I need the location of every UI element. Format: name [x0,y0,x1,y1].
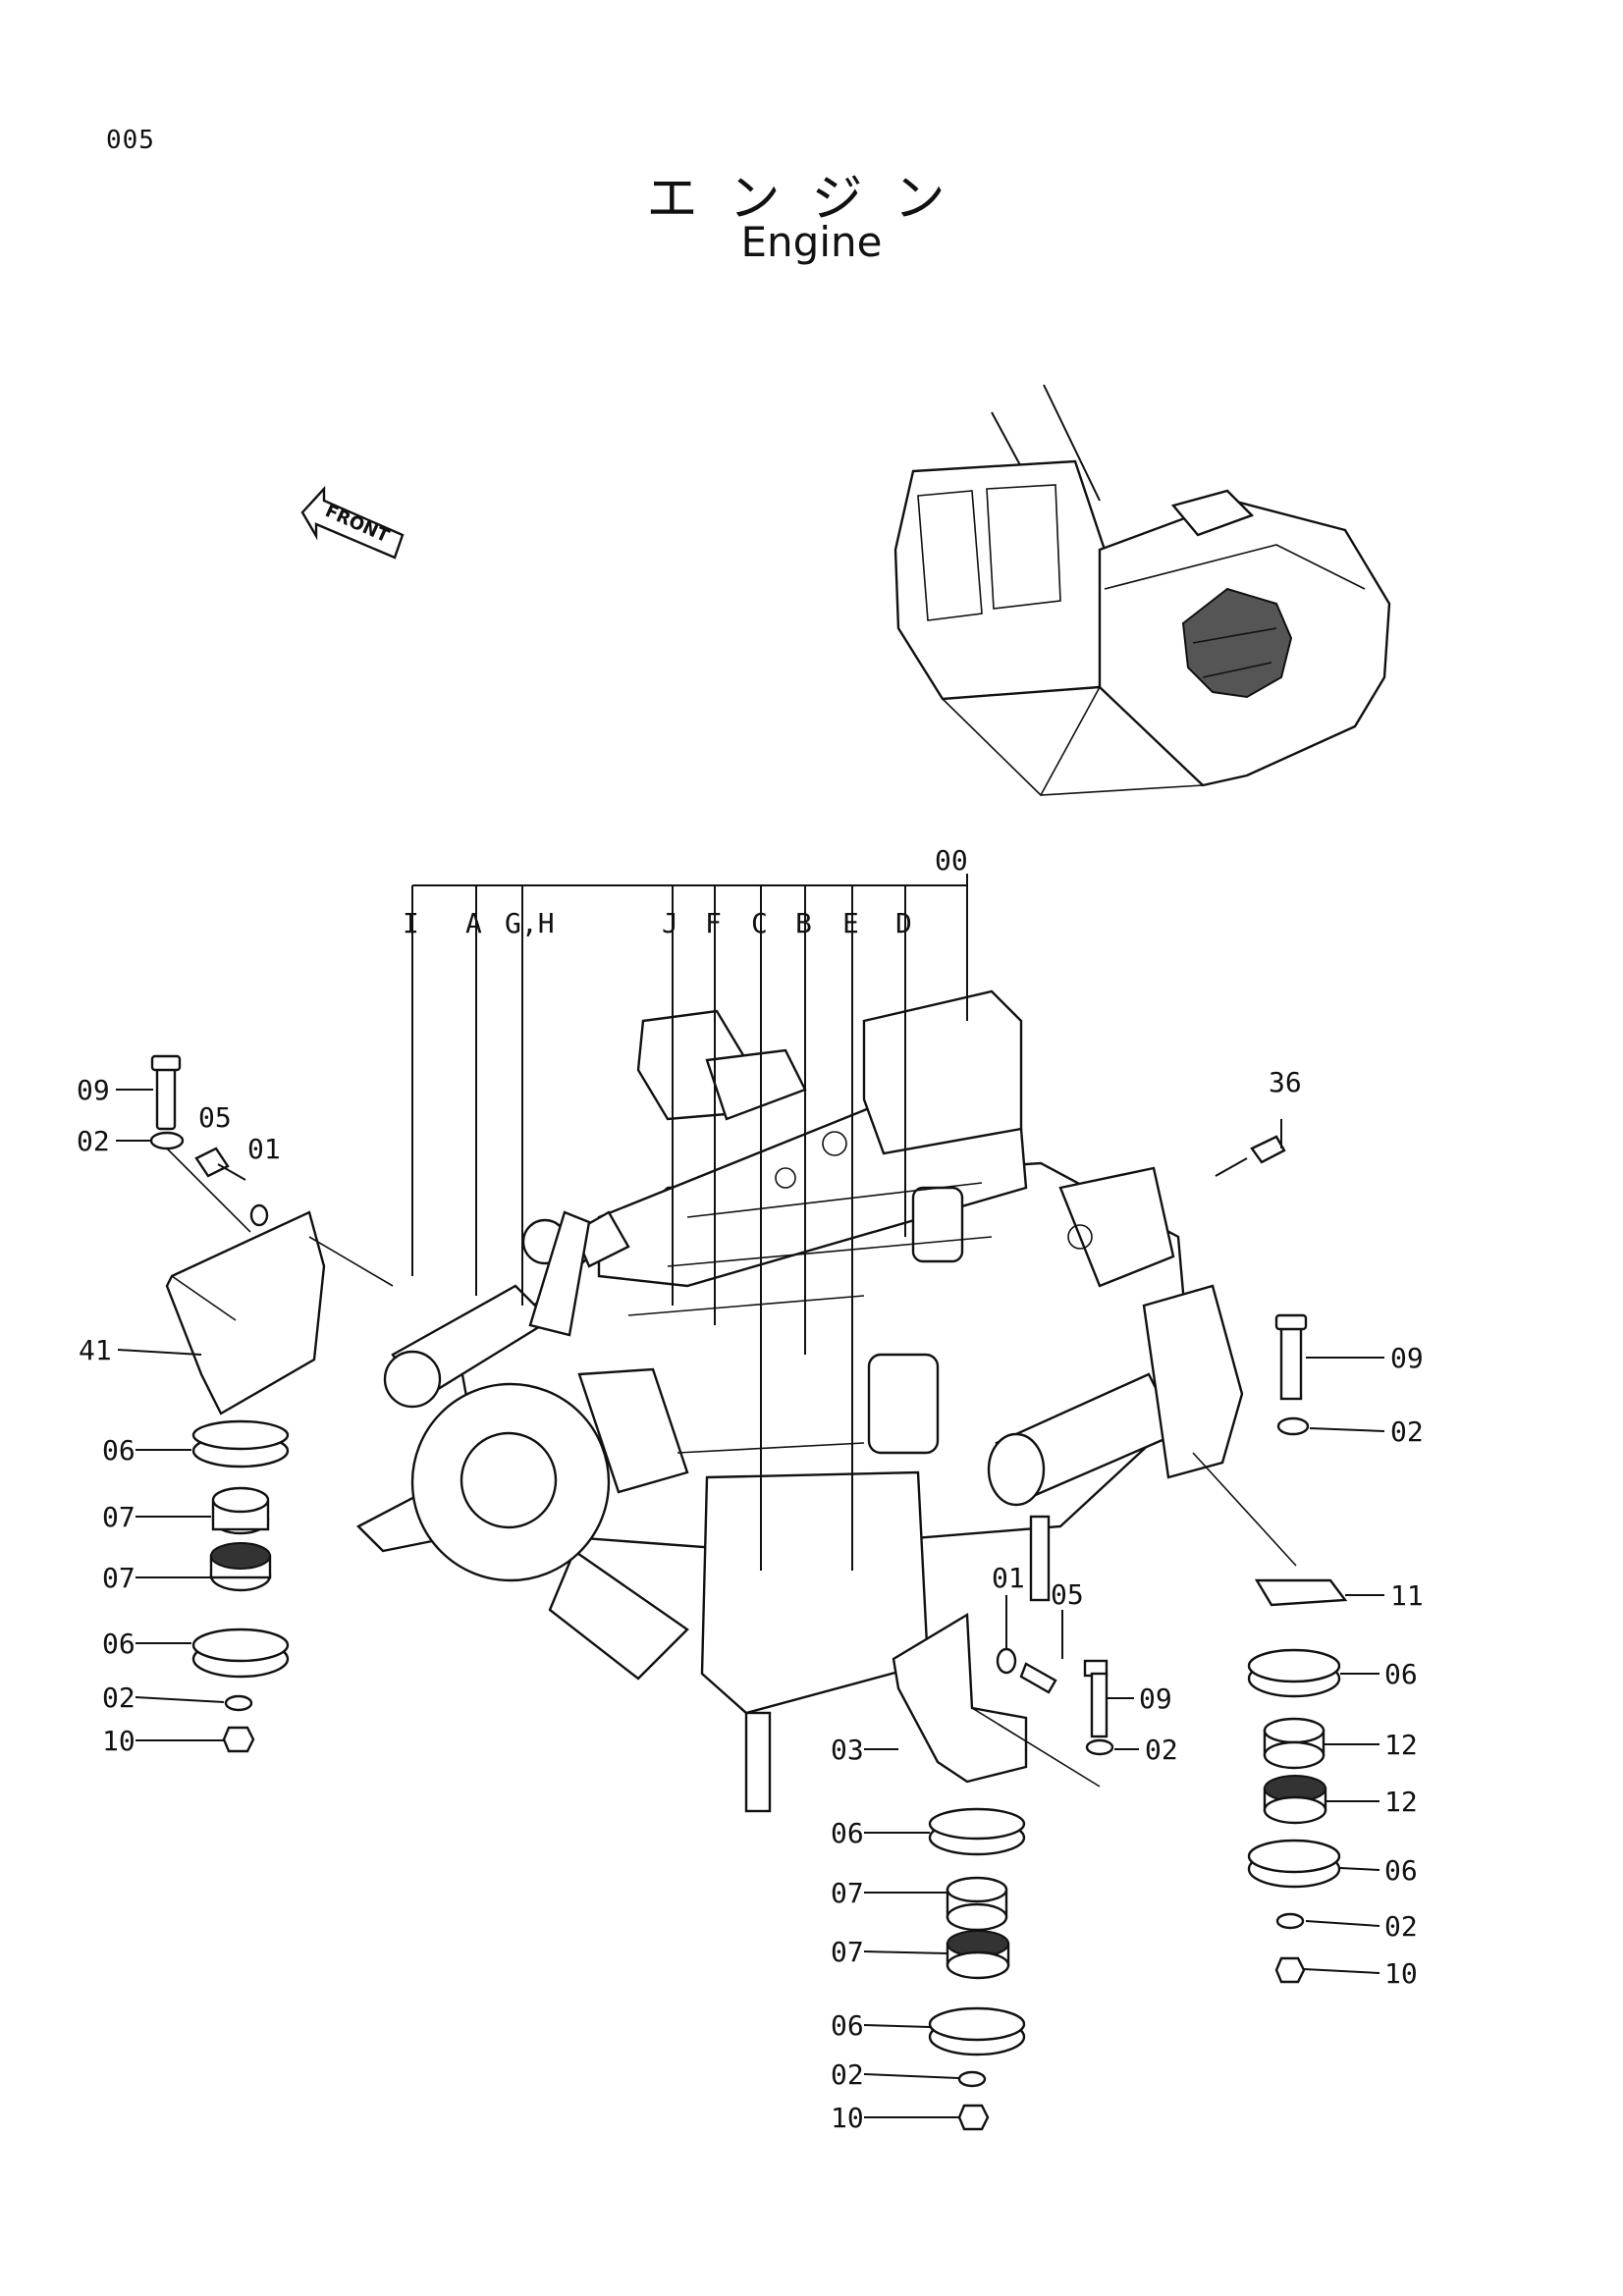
title-english: Engine [740,218,883,266]
label-part-02: 02 [831,2058,864,2091]
label-part-36: 36 [1269,1066,1302,1098]
label-part-07: 07 [102,1562,135,1594]
label-part-02: 02 [102,1682,135,1714]
callout-labels: 00 I A G,H J F C B E D 09 02 05 01 41 06… [77,844,1424,2134]
label-part-06: 06 [831,1817,864,1849]
label-part-07: 07 [831,1936,864,1968]
label-part-12: 12 [1384,1729,1418,1761]
label-part-06: 06 [102,1628,135,1660]
label-part-02: 02 [1390,1415,1424,1448]
label-c: C [751,907,768,939]
label-l: I [403,907,419,939]
label-e: E [842,907,859,939]
label-part-02: 02 [1145,1734,1178,1766]
left-mount-parts [149,1054,394,1753]
right-mount-parts [1192,1135,1348,1984]
label-part-03: 03 [831,1734,864,1766]
label-part-06: 06 [1384,1854,1418,1887]
label-part-06: 06 [831,2009,864,2042]
label-part-12: 12 [1384,1786,1418,1818]
label-g-h: G,H [505,907,555,939]
label-part-06: 06 [1384,1658,1418,1690]
label-part-41: 41 [79,1334,112,1366]
label-part-05: 05 [1051,1578,1084,1611]
engine-assembly-drawing [355,989,1244,1813]
label-a: A [465,907,482,939]
center-mount-parts [892,1612,1114,2131]
front-arrow-icon: FRONT [300,485,405,560]
label-d: D [895,907,912,939]
label-part-01: 01 [247,1133,281,1165]
label-part-10: 10 [102,1725,135,1757]
label-part-02: 02 [1384,1910,1418,1943]
label-f: F [705,907,722,939]
label-b: B [795,907,812,939]
excavator-locator-illustration [893,384,1391,796]
callout-bracket [411,874,968,1571]
leader-lines [116,1089,1385,2118]
label-part-07: 07 [831,1877,864,1909]
label-j: J [662,907,678,939]
label-part-11: 11 [1390,1579,1424,1612]
page-number: 005 [106,126,155,155]
label-part-09: 09 [1139,1682,1172,1715]
label-part-09: 09 [1390,1342,1424,1374]
label-part-02: 02 [77,1125,110,1157]
label-part-05: 05 [198,1101,232,1134]
label-assembly-00: 00 [935,844,968,877]
label-part-10: 10 [831,2102,864,2134]
label-part-07: 07 [102,1501,135,1533]
label-part-10: 10 [1384,1957,1418,1990]
label-part-09: 09 [77,1074,110,1106]
label-part-01: 01 [992,1562,1025,1594]
title-japanese: エンジン [646,170,977,229]
label-part-06: 06 [102,1434,135,1467]
